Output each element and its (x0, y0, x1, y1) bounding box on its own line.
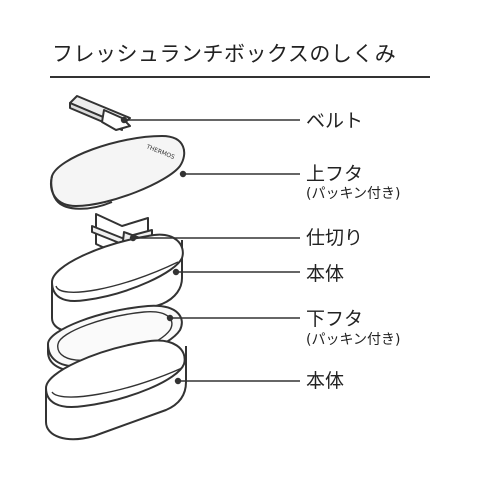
bottom-lid-label: 下フタ (306, 308, 364, 330)
bottom-lid-leader-dot (166, 314, 174, 322)
lower-body-illustration (45, 339, 187, 441)
diagram-title: フレッシュランチボックスのしくみ (52, 42, 397, 66)
top-lid-leader-dot (179, 170, 187, 178)
lower-body-leader-dot (174, 377, 182, 385)
top-lid-note: (パッキン付き) (306, 186, 401, 202)
belt-illustration (69, 95, 131, 131)
title-underline (50, 76, 430, 78)
divider-leader-dot (129, 234, 137, 242)
top-lid-label: 上フタ (306, 163, 364, 185)
upper-body-label: 本体 (306, 263, 345, 285)
divider-label: 仕切り (306, 227, 364, 249)
lower-body-label: 本体 (306, 370, 345, 392)
upper-body-illustration (51, 233, 184, 333)
bottom-lid-note: (パッキン付き) (306, 332, 401, 348)
belt-label: ベルト (306, 110, 364, 132)
upper-body-leader-dot (172, 268, 180, 276)
belt-leader-dot (120, 116, 128, 124)
top-lid-illustration: THERMOS (50, 135, 186, 210)
